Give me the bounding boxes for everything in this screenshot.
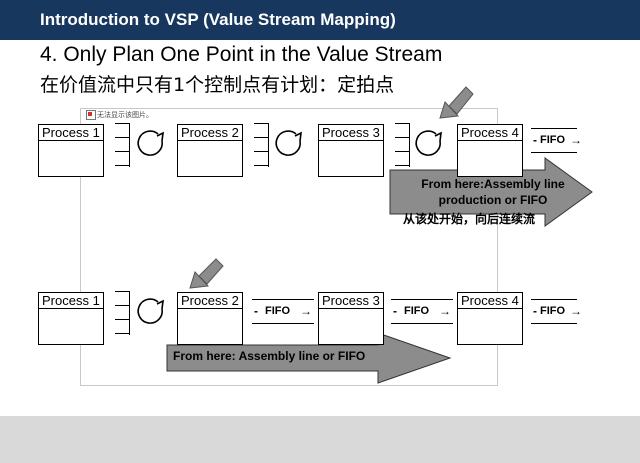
arrow-right-icon: → <box>439 304 451 318</box>
title-bar: Introduction to VSP (Value Stream Mappin… <box>0 0 640 40</box>
row1-cycle-icon-1 <box>137 130 164 156</box>
fifo-lane: - FIFO → <box>252 299 314 325</box>
process-name: Process 3 <box>319 293 383 309</box>
arrow-right-icon: → <box>570 304 582 318</box>
process-box: Process 2 <box>177 292 243 345</box>
process-box: Process 4 <box>457 124 523 177</box>
slide-title: Introduction to VSP (Value Stream Mappin… <box>40 10 396 29</box>
fifo-lane: - FIFO → <box>531 128 582 154</box>
process-name: Process 1 <box>39 125 103 141</box>
row1-cycle-icon-3 <box>415 130 442 156</box>
row1-cycle-icon-2 <box>275 130 302 156</box>
inventory-rack <box>254 123 270 167</box>
arrow-right-icon: → <box>570 133 582 147</box>
fifo-lane: - FIFO → <box>391 299 453 325</box>
broken-image-text: 无法显示该图片。 <box>97 111 153 119</box>
arrow-right-icon: → <box>300 304 312 318</box>
inventory-rack <box>115 123 131 167</box>
image-frame <box>80 108 498 386</box>
broken-image-icon <box>86 110 96 120</box>
subtitle-chinese: 在价值流中只有1个控制点有计划：定拍点 <box>40 74 395 96</box>
row1-pointer-arrow-icon <box>439 86 474 119</box>
row2-pointer-arrow-icon <box>189 258 224 289</box>
process-box: Process 3 <box>318 124 384 177</box>
process-name: Process 2 <box>178 293 242 309</box>
subtitle-english: 4. Only Plan One Point in the Value Stre… <box>40 43 443 66</box>
fifo-lane: - FIFO → <box>531 299 582 325</box>
process-box: Process 1 <box>38 124 104 177</box>
row1-note-line2: production or FIFO <box>438 193 548 207</box>
fifo-label: FIFO <box>540 134 566 146</box>
process-name: Process 1 <box>39 293 103 309</box>
row2-cycle-icon-1 <box>137 298 164 324</box>
process-name: Process 4 <box>458 293 522 309</box>
process-name: Process 2 <box>178 125 242 141</box>
row1-big-arrow <box>389 157 593 227</box>
process-name: Process 3 <box>319 125 383 141</box>
inventory-rack <box>395 123 411 167</box>
fifo-label: FIFO <box>265 305 291 317</box>
footer-band <box>0 416 640 463</box>
fifo-label: FIFO <box>404 305 430 317</box>
row1-note-line1: From here:Assembly line <box>421 177 565 191</box>
process-box: Process 4 <box>457 292 523 345</box>
row2-note: From here: Assembly line or FIFO <box>173 349 366 363</box>
process-box: Process 2 <box>177 124 243 177</box>
inventory-rack <box>115 291 131 335</box>
process-box: Process 3 <box>318 292 384 345</box>
process-name: Process 4 <box>458 125 522 141</box>
row1-note: From here:Assembly line production or FI… <box>400 176 586 208</box>
fifo-label: FIFO <box>540 305 566 317</box>
row1-note-chinese: 从该处开始，向后连续流 <box>403 212 536 226</box>
process-box: Process 1 <box>38 292 104 345</box>
